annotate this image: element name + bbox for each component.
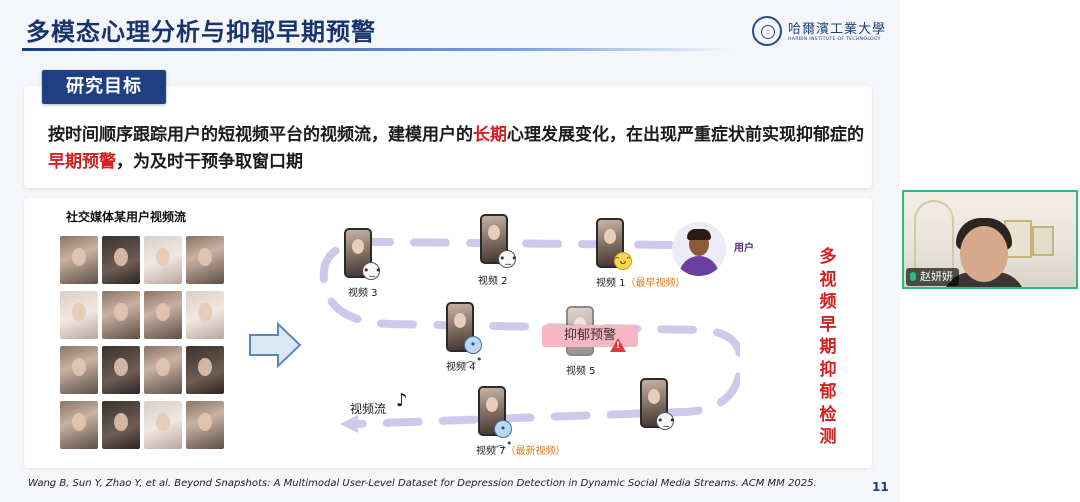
participant-name-badge: 赵妍妍 — [906, 268, 959, 286]
video-thumbnail — [102, 346, 140, 394]
right-arrow-icon — [249, 322, 302, 368]
warning-exclamation: ! — [616, 341, 621, 351]
neutral-face-icon: •_• — [656, 412, 675, 430]
presentation-slide: 多模态心理分析与抑郁早期预警 哈爾濱工業大學 HARBIN INSTITUTE … — [22, 16, 889, 494]
video-5-label: 视频 5 — [566, 366, 596, 377]
video-1-note: （最早视频） — [625, 278, 686, 289]
video-stream-path — [319, 237, 740, 433]
video-thumbnail — [144, 236, 182, 284]
participant-video-tile[interactable] — [902, 190, 1078, 289]
video-thumbnail — [102, 291, 140, 339]
video-7-label: 视频 7（最新视频） — [476, 442, 566, 457]
user-avatar — [672, 222, 726, 276]
participant-face — [960, 226, 1008, 282]
lamp-background — [914, 200, 954, 272]
goal-highlight-long-term: 长期 — [473, 125, 507, 145]
goal-text-part3: ，为及时干预争取窗口期 — [116, 152, 303, 172]
wall-frame — [1032, 226, 1054, 256]
video-thumbnail — [186, 291, 224, 339]
page-number: 11 — [872, 480, 889, 494]
participant-name: 赵妍妍 — [920, 270, 953, 283]
video-thumbnail — [186, 401, 224, 449]
stream-title: 社交媒体某用户视频流 — [66, 210, 187, 224]
goal-text-part1: 按时间顺序跟踪用户的短视频平台的视频流，建模用户的 — [48, 125, 473, 145]
video-thumbnail — [144, 291, 182, 339]
university-logo: 哈爾濱工業大學 HARBIN INSTITUTE OF TECHNOLOGY — [752, 16, 885, 50]
video-thumbnail — [60, 236, 98, 284]
video-2-label: 视频 2 — [478, 276, 508, 287]
sad-face-icon: •︵• — [494, 420, 513, 450]
video-thumbnail — [60, 291, 98, 339]
video-3-label: 视频 3 — [348, 288, 378, 299]
video-7-note: （最新视频） — [505, 446, 566, 457]
tiktok-icon: ♪ — [396, 390, 408, 411]
slide-title: 多模态心理分析与抑郁早期预警 — [26, 18, 376, 46]
sad-face-icon: •︵• — [464, 336, 483, 366]
video-7-name: 视频 7 — [476, 446, 506, 457]
video-thumbnail — [144, 401, 182, 449]
mic-icon — [910, 272, 916, 281]
video-1-label: 视频 1（最早视频） — [596, 274, 686, 289]
goal-text: 按时间顺序跟踪用户的短视频平台的视频流，建模用户的长期心理发展变化，在出现严重症… — [48, 122, 868, 176]
video-4-label: 视频 4 — [446, 362, 476, 373]
neutral-face-icon: •_• — [362, 262, 381, 280]
video-thumbnail — [60, 401, 98, 449]
citation: Wang B, Sun Y, Zhao Y, et al. Beyond Sna… — [28, 478, 817, 489]
warning-triangle-icon — [610, 338, 626, 352]
vertical-title: 多视频早期抑郁检测 — [819, 247, 837, 447]
logo-english-name: HARBIN INSTITUTE OF TECHNOLOGY — [788, 37, 881, 42]
video-thumbnail — [144, 346, 182, 394]
neutral-face-icon: •_• — [498, 250, 517, 268]
title-underline — [22, 48, 734, 51]
seal-icon — [752, 16, 782, 46]
video-thumbnail — [186, 346, 224, 394]
user-label: 用户 — [734, 243, 754, 254]
stream-label: 视频流 — [350, 402, 387, 416]
video-thumbnail-grid — [60, 236, 226, 454]
happy-face-icon: ᵔᴗᵔ — [614, 252, 632, 270]
goal-tag: 研究目标 — [42, 70, 166, 104]
video-3-phone-icon — [344, 228, 372, 278]
video-thumbnail — [186, 236, 224, 284]
video-thumbnail — [102, 236, 140, 284]
goal-text-part2: 心理发展变化，在出现严重症状前实现抑郁症的 — [507, 125, 864, 145]
logo-chinese-name: 哈爾濱工業大學 — [788, 22, 887, 37]
goal-highlight-early-warning: 早期预警 — [48, 152, 116, 172]
video-1-name: 视频 1 — [596, 278, 626, 289]
video-thumbnail — [60, 346, 98, 394]
video-thumbnail — [102, 401, 140, 449]
